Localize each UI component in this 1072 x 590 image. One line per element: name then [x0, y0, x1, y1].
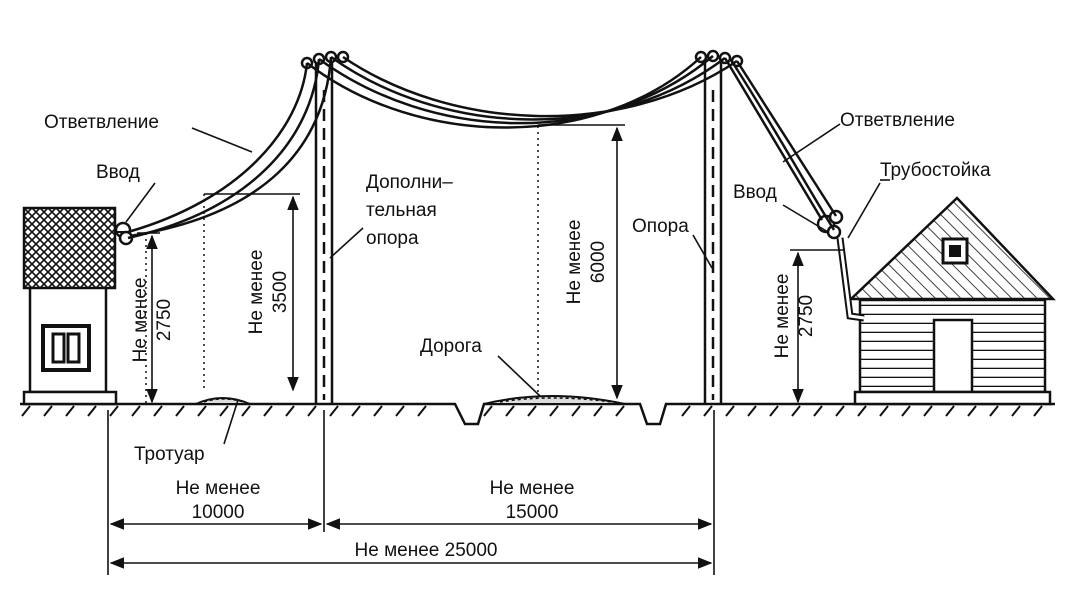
span-right-line1: Не менее — [490, 478, 575, 499]
ground-hatch-mark — [527, 405, 537, 417]
ground-hatch-mark — [857, 405, 867, 417]
ground-hatch-mark — [967, 405, 977, 417]
ground-hatch-mark — [153, 405, 163, 417]
ground-hatch-mark — [43, 405, 53, 417]
left-insulator — [114, 221, 134, 246]
left-house-window — [41, 324, 91, 372]
label-support: Опора — [632, 216, 689, 237]
ground-hatch-mark — [505, 405, 515, 417]
ground-hatch-mark — [285, 405, 295, 417]
ground-hatch-mark — [87, 405, 97, 417]
ground-hatch-mark — [241, 405, 251, 417]
ground-hatch-mark — [901, 405, 911, 417]
ground-hatch-mark — [131, 405, 141, 417]
ground-hatch-mark — [197, 405, 207, 417]
ground-hatch-mark — [1033, 405, 1043, 417]
label-extra-support-1: Дополни– — [366, 172, 453, 193]
span-dimensions — [107, 410, 715, 575]
labels: Ответвление Ввод Дополни– тельная опора … — [44, 110, 991, 465]
ground-hatch-mark — [351, 405, 361, 417]
road-height-line2: 6000 — [588, 241, 609, 283]
ground-hatch-mark — [945, 405, 955, 417]
ground-hatch-mark — [747, 405, 757, 417]
ground — [20, 402, 1055, 426]
ground-hatch-mark — [109, 405, 119, 417]
ground-hatch-mark — [483, 405, 493, 417]
ground-hatch-mark — [219, 405, 229, 417]
right-height-line2: 2750 — [796, 295, 817, 337]
ground-hatch-mark — [263, 405, 273, 417]
ground-hatch-mark — [923, 405, 933, 417]
label-sidewalk: Тротуар — [134, 444, 205, 465]
span-labels: Не менее 10000 Не менее 15000 Не менее 2… — [176, 478, 575, 561]
label-extra-support-2: тельная — [366, 200, 437, 221]
left-height-line2: 2750 — [154, 299, 175, 341]
right-height-line1: Не менее — [772, 274, 793, 359]
span-left-line1: Не менее — [176, 478, 261, 499]
ground-hatch-mark — [725, 405, 735, 417]
label-input-left: Ввод — [96, 162, 140, 183]
pipe-stand — [836, 237, 865, 322]
label-road: Дорога — [420, 336, 482, 357]
left-branch — [127, 56, 333, 240]
ground-hatch-mark — [615, 405, 625, 417]
ground-hatch-mark — [791, 405, 801, 417]
label-branch-right: Ответвление — [840, 110, 955, 131]
span-left-line2: 10000 — [192, 502, 245, 523]
right-pole — [694, 49, 744, 404]
ground-hatch-mark — [417, 405, 427, 417]
sidewalk-height-line1: Не менее — [246, 250, 267, 335]
ground-hatch-mark — [769, 405, 779, 417]
ground-hatch-mark — [593, 405, 603, 417]
ground-hatch-mark — [571, 405, 581, 417]
ground-hatch-mark — [681, 405, 691, 417]
ground-hatch-mark — [813, 405, 823, 417]
ground-hatch-mark — [329, 405, 339, 417]
ground-hatch-mark — [373, 405, 383, 417]
ground-hatch-mark — [549, 405, 559, 417]
label-pipe-stand: Трубостойка — [880, 160, 991, 181]
dimension-lines — [137, 124, 845, 404]
ground-hatch-mark — [307, 405, 317, 417]
ground-hatch-mark — [175, 405, 185, 417]
ground-hatch-mark — [65, 405, 75, 417]
road-height-line1: Не менее — [564, 220, 585, 305]
ground-hatch-mark — [989, 405, 999, 417]
overhead-wires — [306, 55, 738, 129]
ground-hatch-mark — [395, 405, 405, 417]
ground-hatch-mark — [703, 405, 713, 417]
ground-hatch-mark — [835, 405, 845, 417]
right-branch — [723, 57, 838, 231]
span-right-line2: 15000 — [506, 502, 559, 523]
ground-hatch-mark — [21, 405, 31, 417]
ground-hatch-mark — [879, 405, 889, 417]
height-labels: Не менее 2750 Не менее 3500 Не менее 600… — [130, 220, 817, 363]
label-extra-support-3: опора — [366, 228, 419, 249]
left-height-line1: Не менее — [130, 278, 151, 363]
leader-lines — [125, 123, 890, 445]
ground-hatch-mark — [1011, 405, 1021, 417]
left-house — [22, 206, 134, 406]
label-input-right: Ввод — [733, 182, 777, 203]
road — [483, 395, 626, 405]
dotted-guides — [145, 126, 539, 404]
span-total: Не менее 25000 — [355, 540, 498, 561]
right-house — [816, 196, 1056, 406]
label-branch-left: Ответвление — [44, 112, 159, 133]
sidewalk-height-line2: 3500 — [270, 271, 291, 313]
sidewalk — [195, 397, 251, 405]
